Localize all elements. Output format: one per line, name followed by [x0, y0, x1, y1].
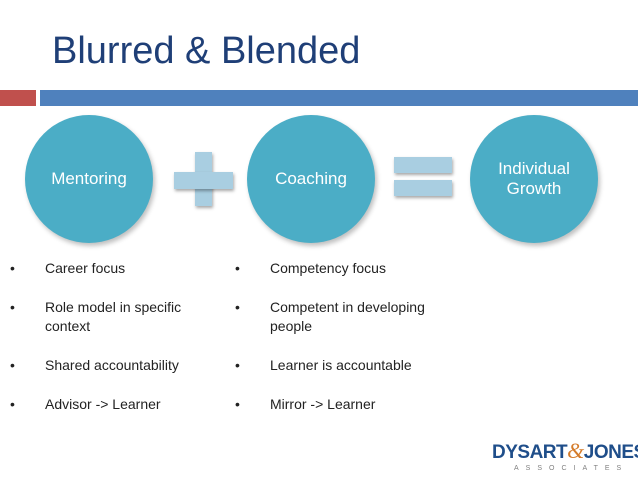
accent-bar-blue: [40, 90, 638, 106]
list-item: • Role model in specific context: [10, 298, 220, 336]
bullet-dot: •: [10, 299, 15, 315]
mentoring-bullet-list: • Career focus • Role model in specific co…: [10, 259, 220, 434]
plus-icon-bar: [174, 172, 233, 189]
coaching-circle: Coaching: [247, 115, 375, 243]
list-item: • Mirror -> Learner: [235, 395, 445, 414]
logo-name-part2: JONES: [583, 442, 638, 463]
individual-growth-line2: Growth: [506, 179, 562, 198]
logo-wordmark: DYSART&JONES: [492, 438, 638, 464]
mentoring-circle: Mentoring: [25, 115, 153, 243]
coaching-bullet-list: • Competency focus • Competent in developi…: [235, 259, 445, 434]
list-item: • Shared accountability: [10, 356, 220, 375]
list-item-text: Mirror -> Learner: [270, 396, 376, 412]
coaching-label: Coaching: [275, 169, 347, 188]
list-item-text: Role model in specific context: [45, 299, 182, 334]
logo-ampersand: &: [567, 438, 584, 463]
mentoring-label: Mentoring: [51, 169, 127, 188]
list-item-text: Competency focus: [270, 260, 386, 276]
list-item-text: Shared accountability: [45, 357, 179, 373]
bullet-dot: •: [10, 357, 15, 373]
slide-title: Blurred & Blended: [52, 30, 361, 72]
bullet-dot: •: [235, 299, 240, 315]
list-item-text: Career focus: [45, 260, 126, 276]
bullet-dot: •: [235, 357, 240, 373]
list-item-text: Learner is accountable: [270, 357, 412, 373]
list-item: • Competency focus: [235, 259, 445, 278]
individual-growth-circle: Individual Growth: [470, 115, 598, 243]
list-item: • Career focus: [10, 259, 220, 278]
list-item-text: Competent in developing people: [270, 299, 425, 334]
list-item: • Advisor -> Learner: [10, 395, 220, 414]
company-logo: DYSART&JONES ASSOCIATES: [492, 438, 638, 472]
logo-name-part1: DYSART: [492, 442, 568, 463]
list-item: • Learner is accountable: [235, 356, 445, 375]
logo-subtitle: ASSOCIATES: [514, 465, 629, 472]
list-item: • Competent in developing people: [235, 298, 445, 336]
equals-icon-bar: [394, 180, 452, 196]
bullet-dot: •: [235, 396, 240, 412]
bullet-dot: •: [235, 260, 240, 276]
equals-icon: [394, 157, 452, 173]
list-item-text: Advisor -> Learner: [45, 396, 161, 412]
bullet-dot: •: [10, 396, 15, 412]
bullet-dot: •: [10, 260, 15, 276]
individual-growth-label: Individual Growth: [498, 159, 570, 199]
accent-bar-red: [0, 90, 36, 106]
individual-growth-line1: Individual: [498, 159, 570, 178]
